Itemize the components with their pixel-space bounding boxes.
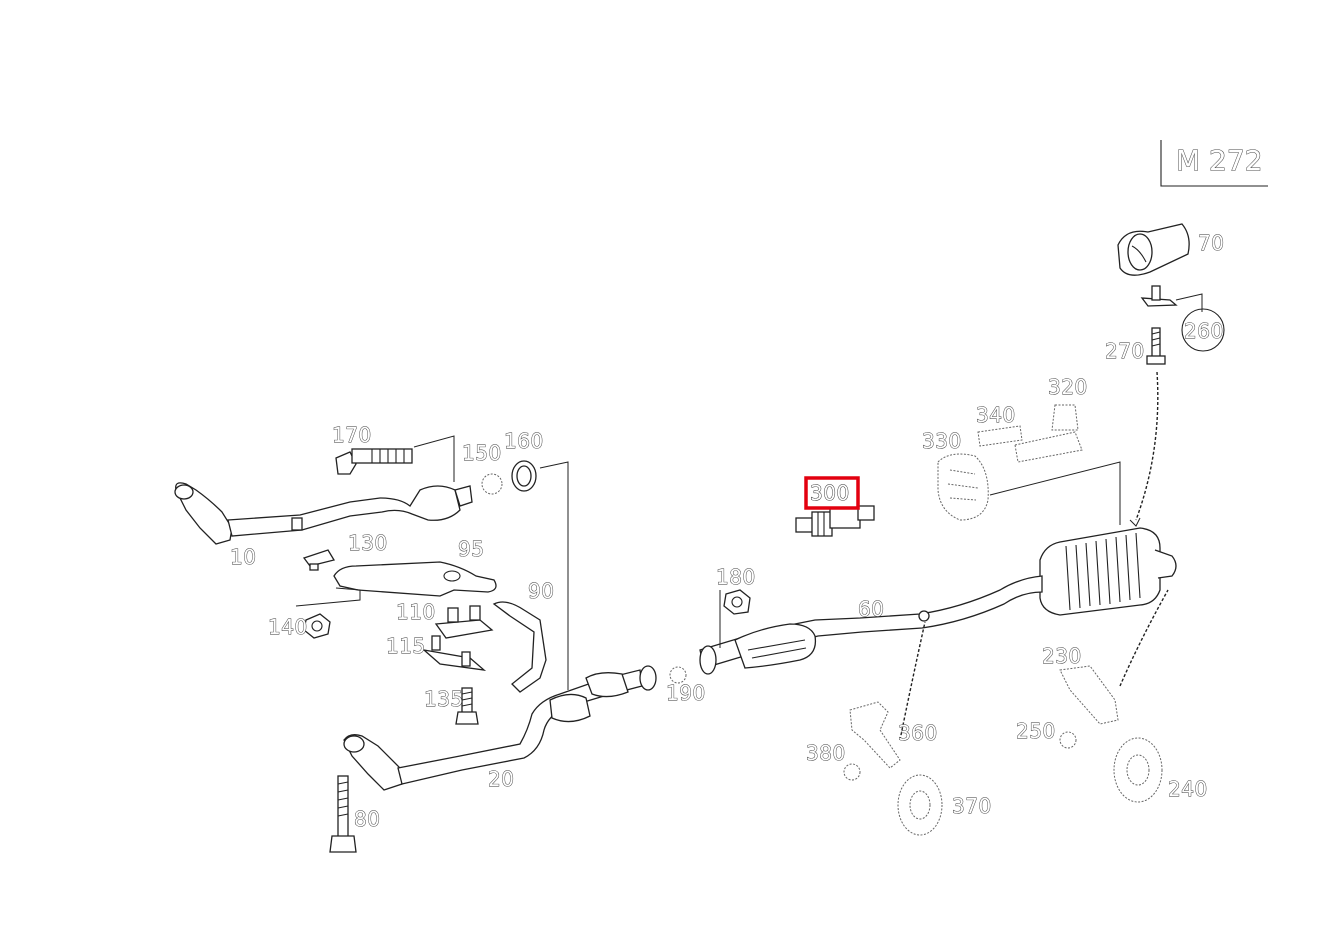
mount-part-320[interactable] <box>1014 404 1083 463</box>
gasket-part-160[interactable] <box>511 460 569 690</box>
assembly-arrow <box>1135 371 1159 521</box>
label-170[interactable]: 170 <box>332 423 372 448</box>
label-135[interactable]: 135 <box>424 687 464 712</box>
bolt-part-135[interactable] <box>455 687 479 725</box>
rubber-mount-part-240[interactable] <box>1113 737 1163 803</box>
label-130[interactable]: 130 <box>348 531 388 556</box>
arrow-head <box>1129 517 1141 527</box>
gasket-part-150[interactable] <box>481 473 503 495</box>
label-380[interactable]: 380 <box>806 741 846 766</box>
oxygen-sensor-part[interactable] <box>795 505 875 537</box>
clip-part[interactable] <box>1140 285 1225 352</box>
assembly-arrow-230 <box>1119 589 1169 687</box>
label-190[interactable]: 190 <box>666 681 706 706</box>
rubber-mount-part-370[interactable] <box>897 774 943 836</box>
label-270[interactable]: 270 <box>1105 339 1145 364</box>
nut-part-250[interactable] <box>1059 731 1077 749</box>
stud-part-80[interactable] <box>329 775 357 853</box>
mount-part-330[interactable] <box>937 453 989 521</box>
clamp-part-110[interactable] <box>434 605 494 639</box>
middle-pipe-part[interactable] <box>699 575 1043 675</box>
clamp-part-130[interactable] <box>302 549 336 571</box>
label-340[interactable]: 340 <box>976 403 1016 428</box>
model-box: M 272 <box>1160 140 1268 187</box>
label-60[interactable]: 60 <box>858 597 885 622</box>
label-320[interactable]: 320 <box>1048 375 1088 400</box>
bracket-part-95[interactable] <box>295 561 497 607</box>
label-20[interactable]: 20 <box>488 767 515 792</box>
gasket-part-190[interactable] <box>669 666 687 684</box>
label-90[interactable]: 90 <box>528 579 555 604</box>
label-360[interactable]: 360 <box>898 721 938 746</box>
part-labels: 70 260 270 320 340 330 300 180 60 190 23… <box>230 231 1225 832</box>
label-180[interactable]: 180 <box>716 565 756 590</box>
highlighted-part-300[interactable]: 300 <box>804 476 860 510</box>
highlight-box <box>804 476 860 510</box>
nut-part-380[interactable] <box>843 763 861 781</box>
bracket-part-90[interactable] <box>492 601 547 693</box>
front-pipe-part-20[interactable] <box>343 665 657 791</box>
mount-part-340[interactable] <box>977 425 1023 447</box>
label-260[interactable]: 260 <box>1184 319 1224 344</box>
label-10[interactable]: 10 <box>230 545 257 570</box>
tailpipe-trim-part[interactable] <box>1117 223 1190 276</box>
hanger-part-360[interactable] <box>849 701 901 769</box>
rear-muffler-part[interactable] <box>1039 527 1177 616</box>
nut-part-140[interactable] <box>303 613 331 639</box>
bolt-part-170[interactable] <box>335 435 455 482</box>
leader-330 <box>989 461 1121 525</box>
label-150[interactable]: 150 <box>462 441 502 466</box>
model-label: M 272 <box>1176 144 1263 177</box>
assembly-arrow-360 <box>899 621 926 741</box>
label-115[interactable]: 115 <box>386 634 426 659</box>
label-330[interactable]: 330 <box>922 429 962 454</box>
nut-part-180[interactable] <box>719 589 751 648</box>
front-pipe-part-10[interactable] <box>174 482 473 545</box>
label-230[interactable]: 230 <box>1042 644 1082 669</box>
clamp-part-115[interactable] <box>421 635 487 671</box>
label-250[interactable]: 250 <box>1016 719 1056 744</box>
label-80[interactable]: 80 <box>354 807 381 832</box>
bolt-part-270[interactable] <box>1146 327 1166 365</box>
label-370[interactable]: 370 <box>952 794 992 819</box>
label-160[interactable]: 160 <box>504 429 544 454</box>
hanger-part-230[interactable] <box>1059 665 1119 725</box>
label-240[interactable]: 240 <box>1168 777 1208 802</box>
label-300[interactable]: 300 <box>810 481 850 506</box>
label-70[interactable]: 70 <box>1198 231 1225 256</box>
label-140[interactable]: 140 <box>268 615 308 640</box>
label-95[interactable]: 95 <box>458 537 485 562</box>
label-110[interactable]: 110 <box>396 600 436 625</box>
